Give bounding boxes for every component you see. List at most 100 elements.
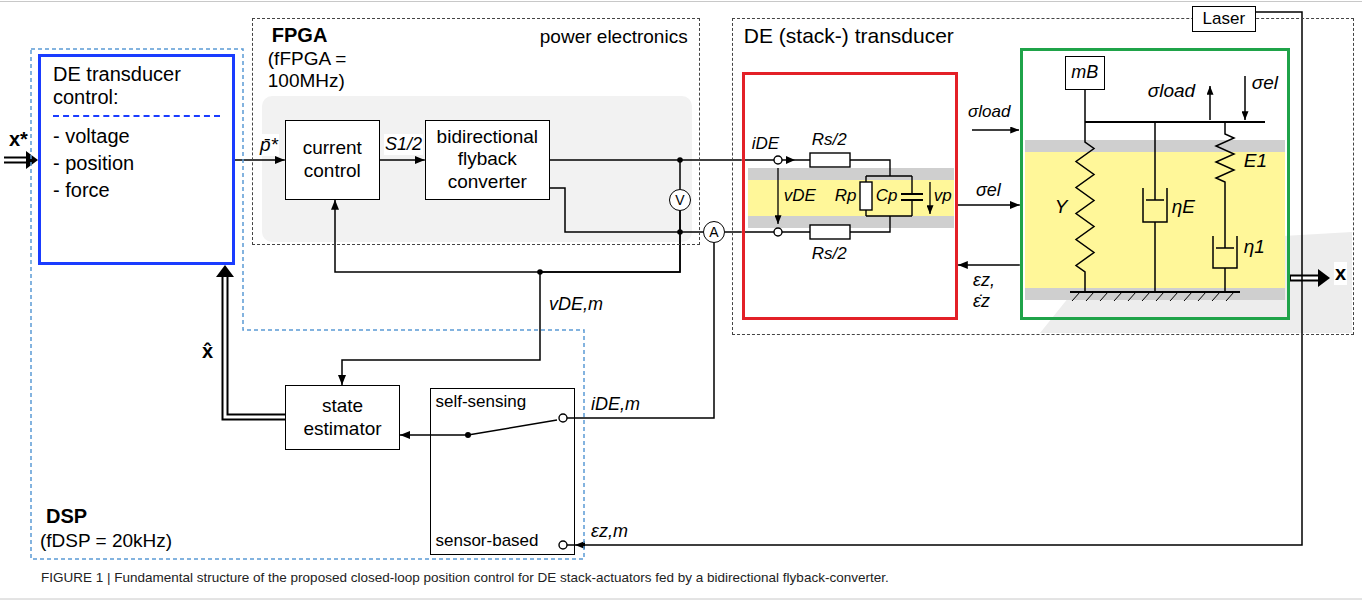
box-text: σel xyxy=(1252,72,1278,94)
box-text: Laser xyxy=(1203,9,1246,29)
box-text: V xyxy=(675,193,684,207)
box-text: A xyxy=(709,225,718,239)
stress-arrow xyxy=(1244,76,1246,120)
resistor-symbol xyxy=(810,153,850,167)
box-text: Rs/2 xyxy=(812,130,847,150)
box-text: self-sensing xyxy=(436,392,527,412)
connector-line xyxy=(342,211,680,385)
connector-line xyxy=(225,276,285,417)
box-text: DE transducer control: xyxy=(53,63,220,117)
box-text: sensor-based xyxy=(436,531,539,551)
connector-line xyxy=(958,204,1020,206)
connector xyxy=(342,211,680,385)
voltmeter-circle: V xyxy=(669,189,691,211)
mass-link xyxy=(1084,90,1086,122)
connector xyxy=(380,160,425,161)
switch-pivot xyxy=(465,432,471,438)
box-text: FPGA xyxy=(272,24,328,47)
connector-line xyxy=(575,243,714,418)
figure-caption: FIGURE 1 | Fundamental structure of the … xyxy=(40,570,890,586)
connector xyxy=(550,160,742,161)
box-text: power electronics xyxy=(540,26,688,48)
connector xyxy=(335,200,680,272)
signal-label: εz,m xyxy=(590,521,629,542)
resistor-symbol xyxy=(860,182,872,210)
connector xyxy=(958,205,1020,206)
frame-line xyxy=(0,1,1362,2)
box-text: - position xyxy=(53,150,134,177)
box-text: E1 xyxy=(1244,150,1267,172)
signal-label: σload xyxy=(967,102,1011,122)
electronics-photo xyxy=(262,96,692,242)
connector xyxy=(725,232,742,233)
connector xyxy=(216,265,285,417)
box-text: mB xyxy=(1071,62,1098,84)
box-text: (fFPGA = 100MHz) xyxy=(268,48,386,92)
signal-label: vDE,m xyxy=(548,294,604,315)
box-text: - voltage xyxy=(53,123,130,150)
vector-arrow xyxy=(1318,269,1330,287)
top-bar xyxy=(1085,121,1265,123)
vector-arrow xyxy=(4,157,27,164)
frame-line xyxy=(0,599,1362,600)
control-box: DE transducer control: - voltage- positio… xyxy=(38,54,235,265)
vector-arrow xyxy=(1291,277,1320,280)
ground-hatch xyxy=(1072,292,1234,301)
box-text: (fDSP = 20kHz) xyxy=(40,530,172,552)
box-text: Rp xyxy=(835,186,857,206)
switch-box: self-sensing sensor-based xyxy=(430,388,575,555)
voltage-arrow xyxy=(777,168,778,224)
fpga-region: FPGA(fFPGA = 100MHz)power electronicscur… xyxy=(252,18,700,245)
box-text: DSP xyxy=(46,505,87,528)
laser-box: Laser xyxy=(1192,6,1256,32)
mass-box: mB xyxy=(1065,56,1105,90)
box-text: vp xyxy=(934,186,952,206)
process-box: bidirectional flyback converter xyxy=(425,120,550,200)
connector xyxy=(575,12,1302,545)
signal-label: S1/2 xyxy=(384,134,423,155)
circuit-wire xyxy=(742,160,912,232)
region-outline xyxy=(31,49,584,559)
box-text: - force xyxy=(53,177,110,204)
box-text: vDE xyxy=(784,186,816,206)
damper-symbol xyxy=(1213,195,1237,292)
load-arrow xyxy=(972,129,1019,131)
connector-line xyxy=(335,200,680,272)
connector-line xyxy=(575,12,1302,545)
box-text: Rs/2 xyxy=(812,244,847,264)
box-text: DE (stack-) transducer xyxy=(744,24,954,48)
switch-contact xyxy=(559,541,567,549)
capacitor-symbol xyxy=(901,194,923,200)
box-text: σload xyxy=(1148,80,1195,102)
meter-lead xyxy=(679,160,681,189)
arrow-head xyxy=(216,265,234,277)
damper-symbol xyxy=(1143,122,1167,292)
signal-label: x xyxy=(1334,262,1347,285)
box-text: Cp xyxy=(876,186,898,206)
terminal-circle xyxy=(774,156,782,164)
connector-line xyxy=(380,159,425,161)
ammeter-circle: A xyxy=(703,221,725,243)
ground-line xyxy=(1070,291,1240,293)
elastomer-band xyxy=(748,180,954,216)
estimator-box: state estimator xyxy=(285,385,400,450)
vector-arrow xyxy=(1290,275,1319,282)
connector-line xyxy=(400,434,430,436)
spring-symbol xyxy=(1216,122,1234,195)
resistor-symbol xyxy=(810,225,850,239)
electrode-band xyxy=(748,168,954,228)
terminal-circle xyxy=(774,228,782,236)
signal-label: x* xyxy=(8,128,29,151)
signal-label: σel xyxy=(975,180,1002,201)
mechanical-model-box: σload σelYηE E1 η1 mB xyxy=(1020,48,1290,320)
box-text: η1 xyxy=(1244,236,1265,258)
box-text: Y xyxy=(1055,196,1068,218)
spring-symbol xyxy=(1076,122,1094,292)
switch-symbol xyxy=(430,418,575,545)
box-text: ηE xyxy=(1172,196,1195,218)
switch-contact xyxy=(559,414,567,422)
connector xyxy=(575,243,714,418)
